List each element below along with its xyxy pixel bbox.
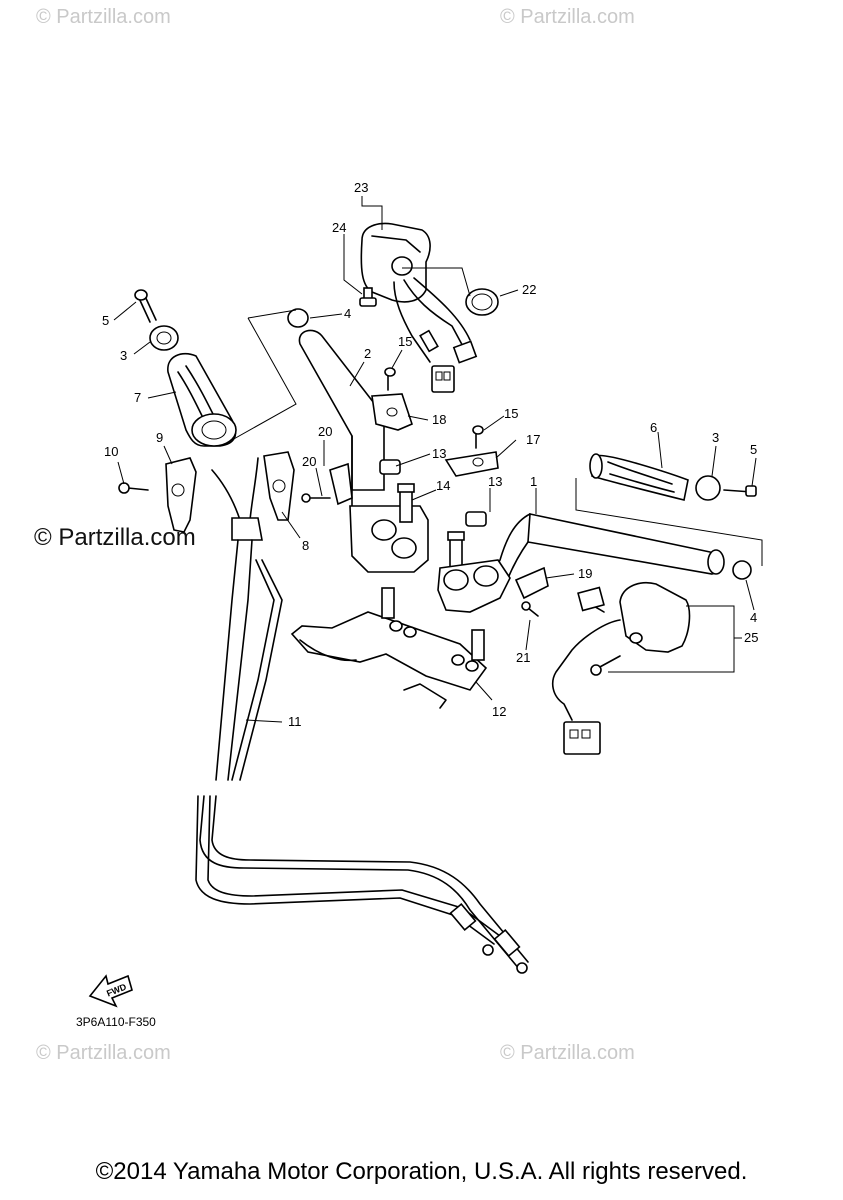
screw-25: [590, 655, 621, 676]
callout-3-left: 3: [120, 348, 127, 363]
callout-20-left: 20: [302, 454, 316, 469]
callout-14: 14: [436, 478, 450, 493]
bracket-16: [444, 451, 499, 477]
bracket-19: [329, 462, 353, 506]
nut-13-right: [465, 511, 487, 527]
bolt-15-right: [472, 425, 484, 449]
callout-15-left: 15: [398, 334, 412, 349]
callout-6: 6: [650, 420, 657, 435]
collar-21: [465, 288, 499, 316]
handlebar-holder-12: [290, 587, 488, 709]
bracket-17: [371, 393, 413, 431]
callout-17: 18: [432, 412, 446, 427]
right-grip-6: [589, 453, 689, 501]
weight-3-left: [149, 325, 179, 351]
screw-10: [118, 482, 149, 494]
watermark-top-left: © Partzilla.com: [36, 6, 171, 28]
bolt-15-left: [384, 367, 396, 391]
callout-16: 17: [526, 432, 540, 447]
watermark-top-right: © Partzilla.com: [500, 6, 635, 28]
callout-4-left: 4: [344, 306, 351, 321]
callout-21: 22: [522, 282, 536, 297]
callout-2: 2: [364, 346, 371, 361]
callout-1: 1: [530, 474, 537, 489]
switch-housing-22: [360, 222, 478, 393]
weight-4-right: [732, 560, 752, 580]
diagram-code: 3P6A110-F350: [76, 1015, 156, 1029]
screw-20-left: [301, 493, 331, 503]
screw-20-right: [521, 601, 539, 617]
screw-5-left: [134, 289, 157, 323]
callout-4-right: 4: [750, 610, 757, 625]
callout-19: 20: [318, 424, 332, 439]
callout-18: 19: [578, 566, 592, 581]
bolt-14-left: [397, 483, 415, 523]
screw-23: [359, 287, 377, 307]
left-grip-7: [167, 352, 237, 447]
callout-labels: 23 24 22 4 5 3 2 15 7 18 15 6 9 20 17 3 …: [102, 180, 758, 729]
right-handlebar-1: [437, 513, 725, 613]
callout-9: 9: [156, 430, 163, 445]
weight-3-right: [695, 475, 721, 501]
weight-4-left: [287, 308, 309, 328]
callout-11: 11: [288, 714, 302, 729]
throttle-housing-9: [165, 457, 197, 533]
callout-23: 24: [332, 220, 346, 235]
throttle-housing-8: [263, 451, 295, 521]
callout-10: 10: [104, 444, 118, 459]
copyright-notice: ©2014 Yamaha Motor Corporation, U.S.A. A…: [95, 1158, 748, 1185]
throttle-cables-11: [195, 457, 529, 974]
nut-13-left: [379, 459, 401, 475]
bolt-14-right: [447, 531, 465, 571]
callout-7: 7: [134, 390, 141, 405]
callout-8: 8: [302, 538, 309, 553]
callout-22: 23: [354, 180, 368, 195]
callout-5-left: 5: [102, 313, 109, 328]
callout-20-right: 21: [516, 650, 530, 665]
callout-3-right: 3: [712, 430, 719, 445]
callout-13-right: 13: [488, 474, 502, 489]
watermark-middle: © Partzilla.com: [34, 524, 196, 551]
leader-lines: [113, 196, 757, 723]
callout-12: 12: [492, 704, 506, 719]
callout-24: 25: [744, 630, 758, 645]
right-switch-24: [551, 582, 691, 755]
bracket-18: [514, 566, 549, 600]
watermark-bottom-left: © Partzilla.com: [36, 1042, 171, 1064]
watermark-bottom-right: © Partzilla.com: [500, 1042, 635, 1064]
callout-13-left: 13: [432, 446, 446, 461]
left-handlebar-2: [298, 329, 429, 573]
screw-5-right: [723, 485, 757, 497]
callout-15-right: 15: [504, 406, 518, 421]
forward-direction-arrow: FWD: [88, 974, 133, 1008]
callout-5-right: 5: [750, 442, 757, 457]
